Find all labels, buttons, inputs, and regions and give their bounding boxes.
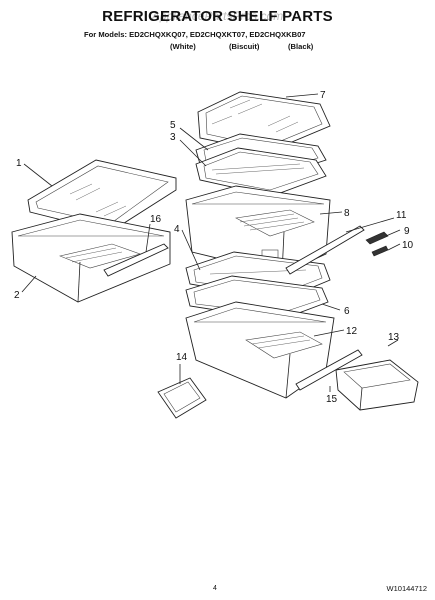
part-13-bin bbox=[335, 359, 419, 411]
callout-15: 15 bbox=[326, 394, 338, 405]
callout-4: 4 bbox=[174, 224, 180, 235]
callout-14: 14 bbox=[176, 352, 188, 363]
callout-6: 6 bbox=[344, 306, 350, 317]
page-title: REFRIGERATOR SHELF PARTS bbox=[102, 8, 333, 25]
callout-12: 12 bbox=[346, 326, 358, 337]
part-14-panel bbox=[157, 377, 207, 419]
models-line: For Models: ED2CHQXKQ07, ED2CHQXKT07, ED… bbox=[84, 30, 306, 39]
callout-11: 11 bbox=[396, 210, 407, 221]
callout-10: 10 bbox=[402, 240, 414, 251]
callout-9: 9 bbox=[404, 226, 410, 237]
part-9-clip bbox=[365, 231, 389, 245]
callout-7: 7 bbox=[320, 90, 326, 101]
color-label-black: (Black) bbox=[288, 42, 314, 51]
part-8-crisper-drawer-upper bbox=[185, 185, 331, 275]
callout-2: 2 bbox=[14, 290, 20, 301]
callout-16: 16 bbox=[150, 214, 162, 225]
part-11-rail bbox=[285, 225, 365, 275]
part-16-rail bbox=[103, 243, 169, 277]
document-number: W10144712 bbox=[386, 584, 427, 593]
part-3-crisper-cover bbox=[195, 147, 327, 197]
callout-13: 13 bbox=[388, 332, 400, 343]
callout-8: 8 bbox=[344, 208, 350, 219]
color-label-biscuit: (Biscuit) bbox=[229, 42, 260, 51]
part-10-clip bbox=[371, 245, 389, 257]
callout-5: 5 bbox=[170, 120, 176, 131]
part-2-drawer-left bbox=[11, 213, 171, 303]
watermark-text: AppliancePartsPros.com bbox=[151, 9, 284, 23]
part-15-rail bbox=[295, 349, 363, 391]
callout-1: 1 bbox=[16, 158, 22, 169]
color-label-white: (White) bbox=[170, 42, 196, 51]
page-number: 4 bbox=[213, 585, 217, 592]
part-1-glass-shelf-left bbox=[27, 159, 177, 233]
leader-lines bbox=[21, 93, 401, 392]
callout-3: 3 bbox=[170, 132, 176, 143]
